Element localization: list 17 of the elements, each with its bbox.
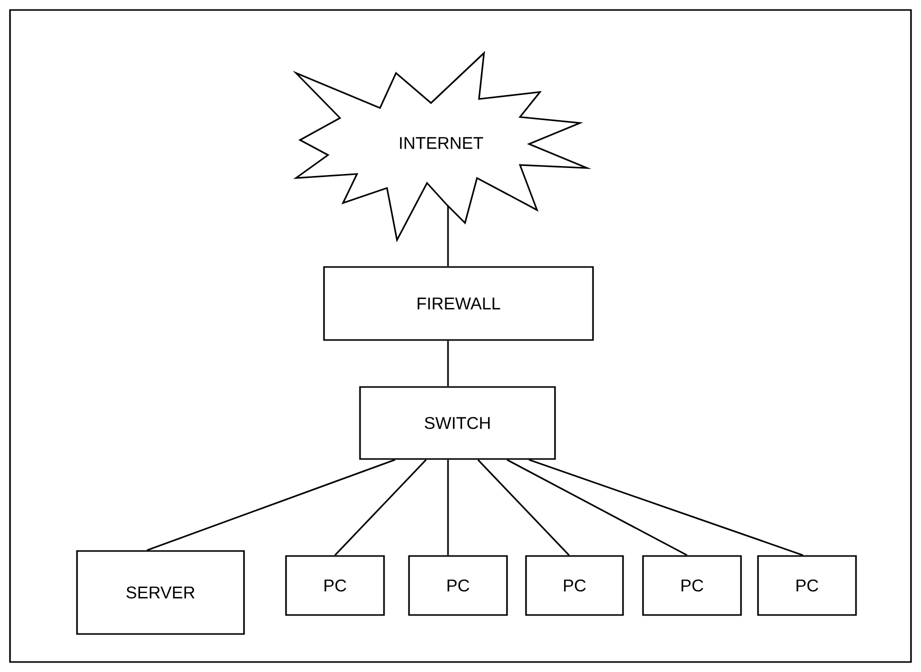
node-label: INTERNET [400,137,484,149]
connector-line [334,459,427,556]
device-box: SWITCH [359,386,556,460]
device-box: FIREWALL [323,266,594,341]
connector-line [146,459,396,551]
device-box: PC [757,555,857,616]
device-box: SERVER [76,550,245,635]
device-box: PC [285,555,385,616]
connector-line [447,206,449,266]
device-box: PC [408,555,508,616]
connector-line [506,459,688,556]
device-box: PC [525,555,624,616]
device-box: PC [642,555,742,616]
connector-line [447,340,449,386]
connector-line [447,460,449,556]
connector-line [477,459,570,556]
connector-line [528,459,804,556]
